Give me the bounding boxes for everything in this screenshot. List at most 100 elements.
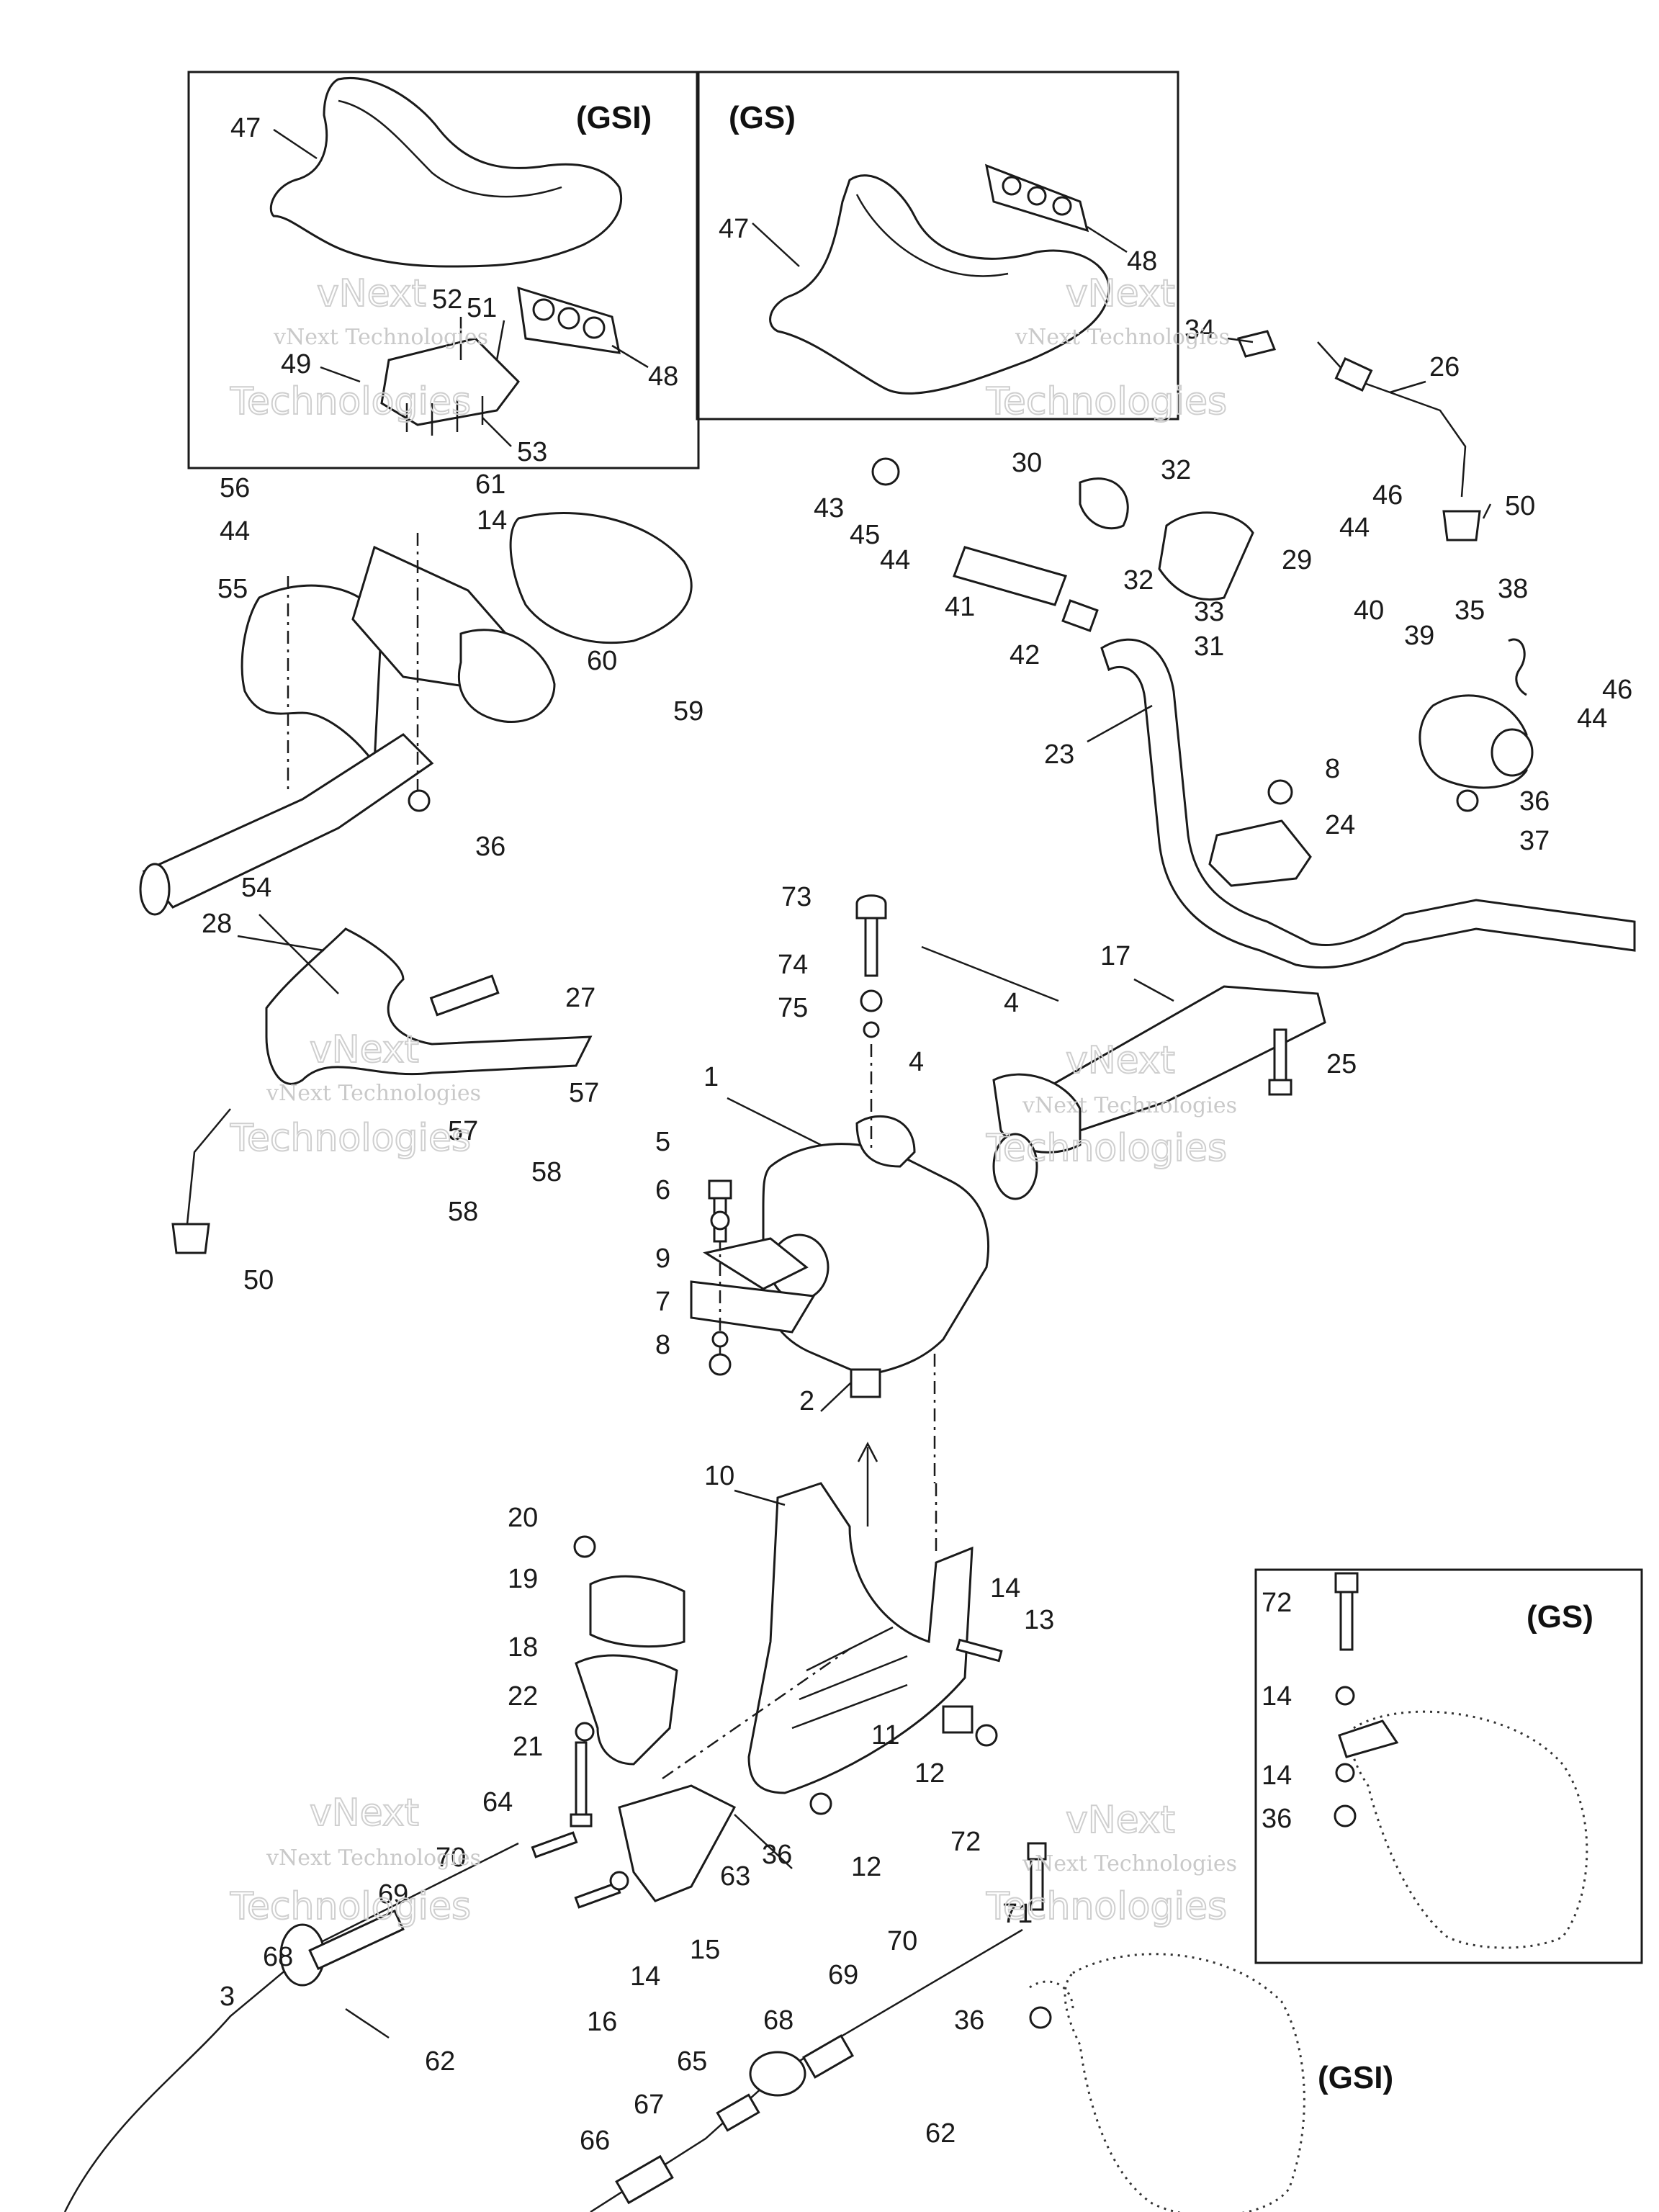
svg-text:Technologies: Technologies	[986, 1885, 1227, 1928]
svg-text:63: 63	[720, 1861, 750, 1892]
svg-text:Technologies: Technologies	[986, 1127, 1227, 1170]
nut-12-b	[809, 1792, 832, 1815]
svg-text:14: 14	[630, 1961, 660, 1992]
bolt-13	[956, 1638, 1003, 1663]
svg-text:58: 58	[448, 1197, 478, 1227]
nut-74	[860, 989, 883, 1012]
svg-text:47: 47	[230, 113, 261, 143]
steering-cable-62	[63, 1842, 519, 2212]
svg-text:62: 62	[425, 2046, 455, 2077]
svg-text:44: 44	[880, 545, 910, 575]
bolt-73	[855, 894, 887, 977]
svg-text:69: 69	[378, 1879, 408, 1910]
svg-text:Technologies: Technologies	[230, 380, 471, 423]
svg-text:37: 37	[1519, 826, 1550, 856]
svg-text:vNext Technologies: vNext Technologies	[273, 325, 488, 350]
svg-text:44: 44	[1577, 703, 1607, 734]
inset-box-gs	[696, 71, 1179, 421]
svg-text:3: 3	[220, 1982, 235, 2012]
grommet-50-lower	[171, 1223, 210, 1254]
steering-support-17	[992, 985, 1326, 1200]
svg-text:vNext: vNext	[1066, 272, 1175, 315]
svg-text:38: 38	[1498, 574, 1528, 604]
bolt-25	[1268, 1028, 1292, 1096]
inset-title-gs: (GS)	[729, 100, 796, 135]
svg-text:54: 54	[241, 873, 271, 903]
svg-text:29: 29	[1282, 545, 1312, 575]
svg-text:30: 30	[1012, 448, 1042, 478]
nut-36-gs	[1334, 1804, 1357, 1827]
svg-text:74: 74	[778, 950, 808, 980]
mount-bracket-gsi	[380, 337, 520, 436]
svg-text:55: 55	[217, 574, 248, 604]
svg-text:49: 49	[281, 349, 311, 379]
bolt-72-gsi	[1027, 1842, 1047, 1911]
callout-labels: 47 52 51 49 48 53 47 48 34 26 50 56 44 6…	[202, 113, 1632, 2156]
svg-text:vNext: vNext	[310, 1791, 419, 1835]
svg-text:9: 9	[655, 1244, 670, 1274]
svg-text:36: 36	[762, 1840, 792, 1870]
svg-text:50: 50	[1505, 491, 1535, 521]
nut-36-gsi	[1029, 2006, 1052, 2029]
svg-text:32: 32	[1123, 565, 1154, 595]
handlebar-23	[1100, 638, 1636, 969]
svg-text:33: 33	[1194, 597, 1224, 627]
svg-text:14: 14	[477, 505, 507, 536]
svg-text:62: 62	[925, 2118, 956, 2149]
svg-text:8: 8	[655, 1330, 670, 1360]
svg-text:26: 26	[1429, 352, 1460, 382]
jet-pump-gsi-dotted	[1029, 1953, 1305, 2212]
svg-text:22: 22	[508, 1681, 538, 1712]
bolt-64	[531, 1831, 578, 1858]
svg-text:34: 34	[1184, 315, 1215, 345]
bolt-21	[570, 1741, 593, 1827]
switch-plate-gsi	[517, 286, 621, 354]
clamp-upper-19	[589, 1575, 685, 1648]
svg-text:70: 70	[887, 1926, 917, 1956]
grip-41	[953, 546, 1067, 606]
inset-title-gs-lower: (GS)	[1527, 1599, 1593, 1635]
svg-text:20: 20	[508, 1503, 538, 1533]
svg-text:64: 64	[482, 1787, 513, 1817]
svg-text:65: 65	[677, 2046, 707, 2077]
svg-text:13: 13	[1024, 1605, 1054, 1635]
svg-text:50: 50	[243, 1265, 274, 1295]
svg-text:40: 40	[1354, 595, 1384, 626]
steering-housing-1	[690, 1115, 990, 1377]
svg-text:17: 17	[1100, 941, 1130, 971]
svg-text:36: 36	[475, 832, 505, 862]
svg-text:27: 27	[565, 983, 595, 1013]
svg-text:47: 47	[719, 214, 749, 244]
svg-text:42: 42	[1010, 640, 1040, 670]
svg-text:68: 68	[763, 2005, 793, 2036]
svg-text:44: 44	[1339, 513, 1370, 543]
left-switch-housing	[240, 512, 693, 767]
svg-text:12: 12	[851, 1852, 881, 1882]
svg-text:10: 10	[704, 1461, 734, 1491]
svg-text:vNext Technologies: vNext Technologies	[1022, 1851, 1237, 1876]
svg-text:67: 67	[634, 2090, 664, 2120]
svg-text:61: 61	[475, 469, 505, 500]
svg-text:19: 19	[508, 1564, 538, 1594]
svg-text:5: 5	[655, 1127, 670, 1157]
inset-box-gs-lower	[1254, 1568, 1643, 1964]
inset-title-gsi: (GSI)	[576, 100, 652, 135]
bolt-72-gs	[1334, 1572, 1359, 1651]
svg-text:4: 4	[909, 1047, 924, 1077]
svg-text:58: 58	[531, 1157, 562, 1187]
nut-11	[942, 1705, 974, 1734]
svg-text:21: 21	[513, 1732, 543, 1762]
svg-text:vNext Technologies: vNext Technologies	[1015, 325, 1230, 350]
svg-text:68: 68	[263, 1942, 293, 1972]
svg-text:Technologies: Technologies	[230, 1117, 471, 1160]
block-2	[850, 1368, 881, 1398]
svg-text:16: 16	[587, 2007, 617, 2037]
washer-75	[863, 1021, 880, 1038]
svg-text:vNext: vNext	[310, 1028, 419, 1071]
washer-14-gs-a	[1335, 1686, 1355, 1706]
leader-lines	[237, 128, 1492, 2039]
svg-text:44: 44	[220, 516, 250, 547]
cap-43	[871, 457, 900, 486]
lever-15	[618, 1784, 737, 1902]
